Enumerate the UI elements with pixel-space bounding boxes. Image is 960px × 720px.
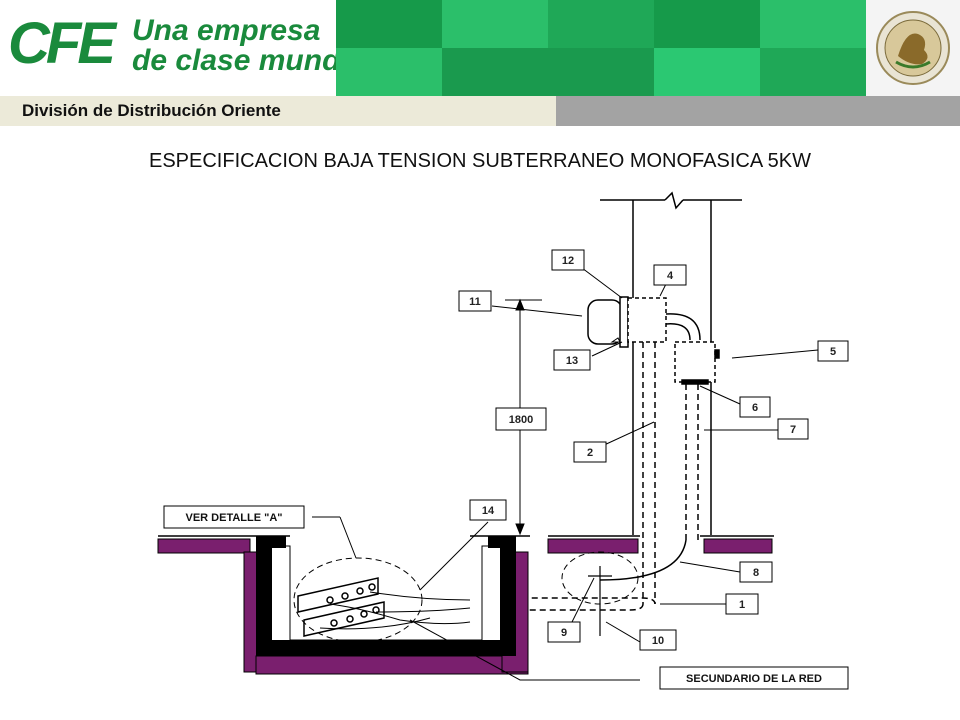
detail-label-box [163,505,305,529]
callout-box-12 [551,249,585,271]
callout-box-2 [573,441,607,463]
callout-11: 11 [469,296,481,308]
callout-8: 8 [753,567,759,579]
cables [319,591,471,630]
callout-7: 7 [790,424,796,436]
callout-box-5 [817,340,849,362]
callout-box-1 [725,593,759,615]
callout-box-7 [777,418,809,440]
breaker-box [674,341,720,385]
tagline-line-2: de clase mundial [132,44,374,77]
callout-box-10 [639,629,677,651]
leader-lines [312,267,819,681]
conduit-elbow-inner [528,597,656,605]
meter-conduit-bend [665,313,701,341]
ground-rod [588,566,612,636]
cover-slab-right [488,536,516,548]
header: CFE Una empresa de clase mundial Divisió… [0,0,960,126]
vertical-conduits [642,342,699,604]
cable-curve [599,539,687,581]
callout-box-11 [458,290,492,312]
detail-a-label: VER DETALLE "A" [185,512,282,524]
callout-box-4 [653,264,687,286]
secondary-network-label: SECUNDARIO DE LA RED [686,673,822,685]
green-mosaic [336,0,866,96]
callout-2: 2 [587,447,593,459]
callout-boxes [163,249,849,690]
callout-9: 9 [561,627,567,639]
callout-box-1800 [495,407,547,431]
callout-4: 4 [667,270,674,282]
secondary-label-box [659,666,849,690]
callout-box-6 [739,396,771,418]
eagle-seal-icon [876,11,950,85]
callout-box-8 [739,561,773,583]
meter [587,296,667,348]
tagline-line-1: Una empresa [132,14,321,47]
wall-structure [600,191,742,535]
callout-box-14 [469,499,507,521]
callout-6: 6 [752,402,758,414]
cfe-logo: CFE [8,11,116,76]
callout-10: 10 [652,635,664,647]
detail-circle-a [293,557,423,643]
mexico-seal-logo [866,0,960,96]
conduit-elbow [528,603,644,611]
callout-1: 1 [739,599,745,611]
page-title: ESPECIFICACION BAJA TENSION SUBTERRANEO … [149,150,811,172]
cover-slab [256,536,286,548]
header-grey-bar [556,96,960,126]
callout-12: 12 [562,255,574,267]
callout-box-13 [553,349,591,371]
dimension-label-1800: 1800 [509,414,533,426]
meter-conduit-bend-inner [665,323,691,341]
callout-13: 13 [566,355,578,367]
callout-14: 14 [482,505,495,517]
division-label: División de Distribución Oriente [0,96,556,126]
callout-box-9 [547,621,581,643]
meter-cable-tag [610,337,621,343]
callout-5: 5 [830,346,836,358]
